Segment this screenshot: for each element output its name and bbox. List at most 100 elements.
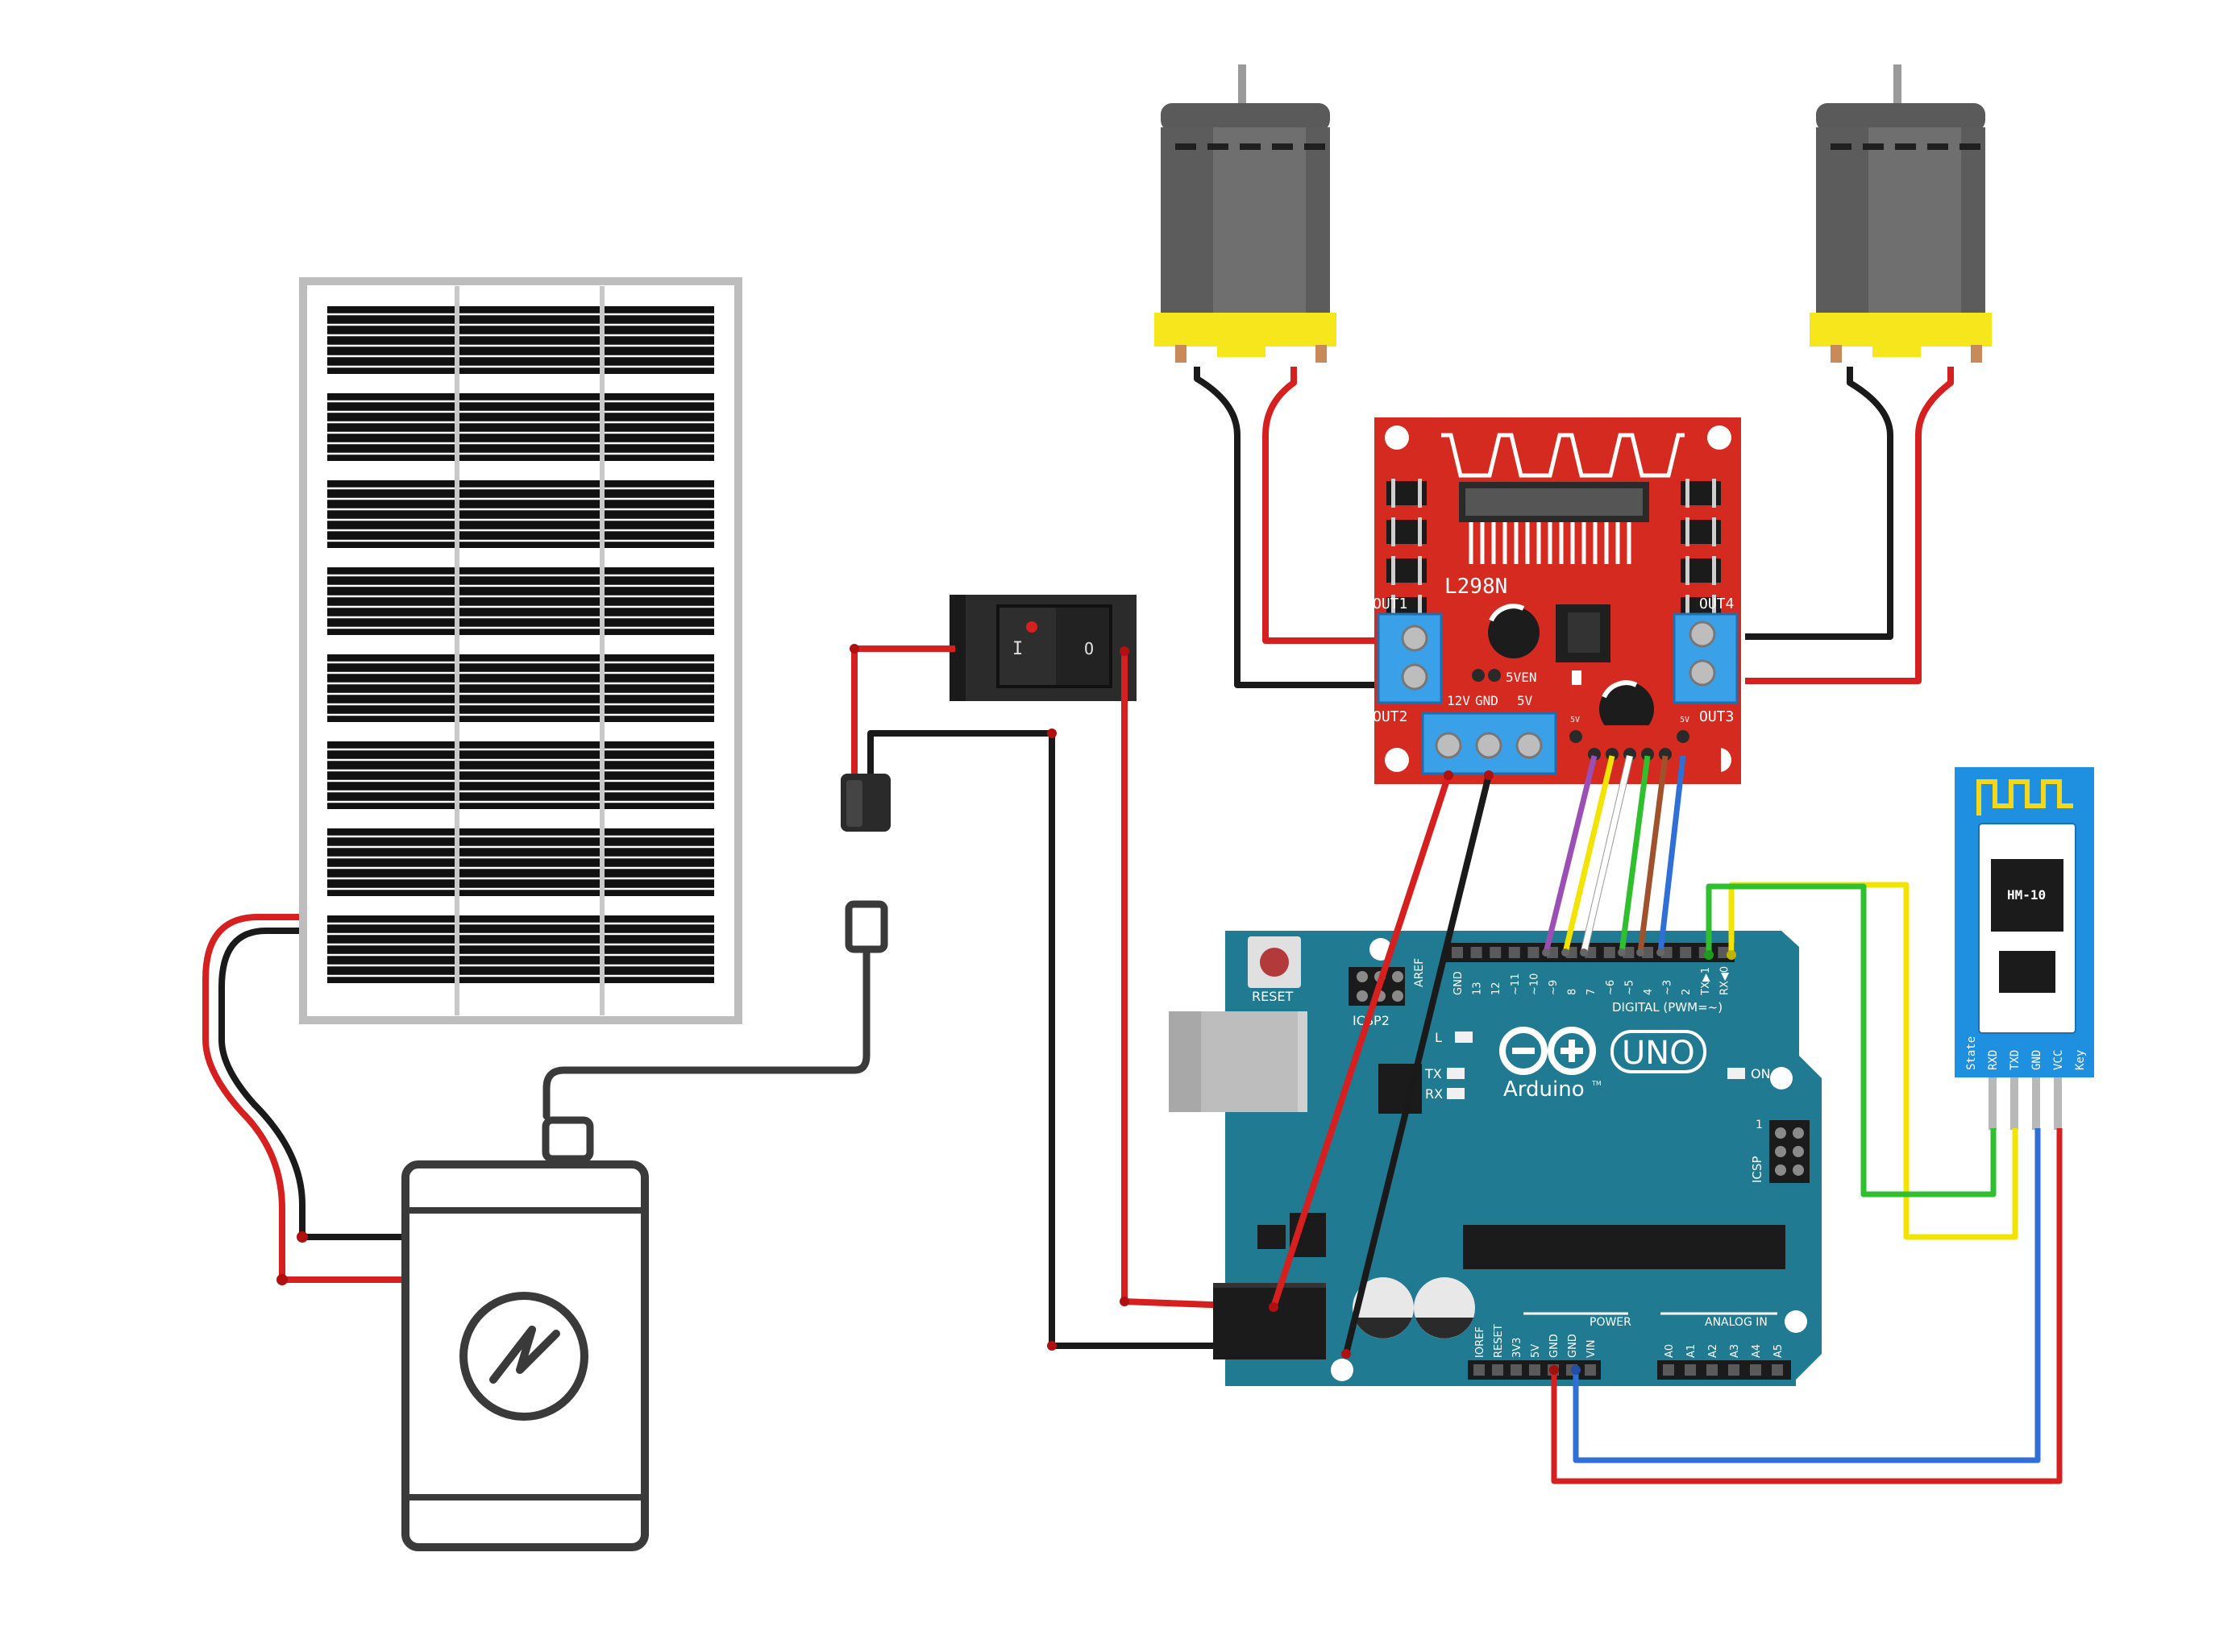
header-pin: [1706, 1364, 1718, 1376]
header-pin: [1603, 947, 1615, 958]
control-wire: [1562, 755, 1615, 953]
bt-pin-label: State: [1965, 1036, 1978, 1070]
led-on-label: ON: [1751, 1066, 1771, 1081]
header-pin-label: A0: [1664, 1344, 1676, 1358]
header-pin-label: A2: [1707, 1344, 1719, 1358]
header-pin: [1508, 947, 1520, 958]
control-wire: [1657, 755, 1686, 953]
header-pin: [1623, 947, 1635, 958]
header-pin-label: 2: [1681, 989, 1693, 995]
header-pin-label: A1: [1685, 1344, 1698, 1358]
header-pin-label: A5: [1772, 1344, 1785, 1358]
analog-in-label: ANALOG IN: [1705, 1316, 1768, 1329]
arduino-brand: Arduino: [1503, 1077, 1585, 1102]
icsp-pin1-label: 1: [1756, 1119, 1763, 1131]
bt-pin-label: VCC: [2052, 1050, 2065, 1070]
header-pin: [1680, 947, 1692, 958]
solar-cell-row: [327, 654, 714, 722]
solar-cell-row: [327, 393, 714, 461]
control-wire: [1543, 755, 1598, 953]
hm10-chip-label: HM-10: [2007, 887, 2046, 903]
header-pin: [1663, 1364, 1674, 1376]
header-pin-label: ~11: [1510, 973, 1522, 995]
bt-header-pin: [2032, 1077, 2040, 1130]
arduino-infinity-logo: [1499, 1027, 1596, 1075]
terminal-out3-out4: [1673, 612, 1739, 704]
header-pin-label: VIN: [1585, 1340, 1598, 1358]
icsp-header: [1769, 1120, 1810, 1183]
out4-label: OUT4: [1699, 596, 1734, 612]
header-pin-label: 4: [1643, 989, 1655, 995]
terminal-out1-out2: [1377, 612, 1443, 704]
antenna-trace: [1976, 779, 2073, 816]
header-pin: [1490, 947, 1502, 958]
control-wire: [1619, 755, 1651, 953]
header-pin: [1547, 947, 1558, 958]
reset-button[interactable]: [1248, 936, 1301, 988]
header-pin-label: GND: [1452, 971, 1465, 995]
driver-power-wires: [1270, 774, 1492, 1355]
solar-cell-row: [327, 306, 714, 374]
solar-cell-row: [327, 741, 714, 809]
arduino-tm: TM: [1591, 1080, 1602, 1087]
bt-pin-label: GND: [2030, 1050, 2043, 1070]
out1-label: OUT1: [1373, 596, 1407, 612]
solar-cell-row: [327, 480, 714, 548]
jumper-5ven-label: 5VEN: [1506, 670, 1537, 685]
header-pin-label: RX◀0: [1718, 966, 1731, 995]
driver-header-pin: [1569, 730, 1582, 743]
solar-cell-row: [327, 828, 714, 896]
header-pin: [1492, 1364, 1503, 1376]
arduino-uno-board: RESET ICSP2 AREF L TX RX ON UNO: [1169, 931, 1822, 1386]
driver-header-pin: [1659, 748, 1672, 761]
rocker-switch[interactable]: I O: [950, 595, 1137, 701]
driver-header-pin: [1641, 748, 1654, 761]
header-pin-label: ~5: [1623, 980, 1635, 995]
header-pin-label: ~3: [1662, 980, 1674, 995]
icsp-label: ICSP: [1750, 1156, 1764, 1183]
bt-pin-label: TXD: [2009, 1050, 2022, 1070]
header-pin: [1470, 947, 1482, 958]
header-pin: [1529, 1364, 1540, 1376]
v5-label: 5V: [1517, 693, 1533, 708]
header-pin-label: 12: [1490, 982, 1502, 995]
out3-label: OUT3: [1699, 708, 1734, 725]
capacitors: [1353, 1277, 1475, 1339]
header-pin-label: GND: [1567, 1334, 1579, 1358]
terminal-power: [1421, 712, 1557, 775]
arduino-model: UNO: [1622, 1035, 1695, 1072]
l298n-motor-driver: L298N 5VEN OUT1 OUT2 OUT3 OUT4 12V GND 5…: [1373, 417, 1741, 784]
bt-header-pin: [2010, 1077, 2018, 1130]
power-wires: [851, 645, 1274, 1349]
dc-motor-left: [1154, 64, 1336, 363]
battery-connector: [841, 774, 891, 1056]
header-pin-label: GND: [1548, 1334, 1561, 1358]
header-pin-label: RESET: [1493, 1324, 1505, 1358]
bt-pin-label: RXD: [1987, 1050, 2000, 1070]
solar-panel-icon: [299, 277, 742, 1024]
switch-on-mark: I: [1012, 639, 1023, 659]
header-pin: [1585, 1364, 1596, 1376]
header-pin-label: 8: [1567, 989, 1579, 995]
lightning-circle-icon: [459, 1292, 588, 1421]
header-pin-label: ~10: [1528, 973, 1540, 995]
dc-power-jack[interactable]: [1213, 1283, 1326, 1359]
header-pin-label: TX▶1: [1700, 967, 1712, 996]
header-pin-label: 7: [1585, 989, 1598, 995]
v12-label: 12V: [1447, 693, 1470, 708]
header-pin-label: ~9: [1548, 980, 1560, 995]
header-pin-label: A4: [1751, 1344, 1763, 1358]
solar-cell-row: [327, 567, 714, 635]
header-pin-label: 3V3: [1511, 1338, 1523, 1358]
reset-label: RESET: [1252, 989, 1293, 1004]
control-wire: [1581, 755, 1633, 953]
control-wire: [1637, 755, 1669, 953]
header-pin: [1642, 947, 1653, 958]
battery-icon: [401, 1052, 871, 1551]
header-pin: [1527, 947, 1540, 958]
header-pin-label: ~6: [1605, 980, 1617, 995]
